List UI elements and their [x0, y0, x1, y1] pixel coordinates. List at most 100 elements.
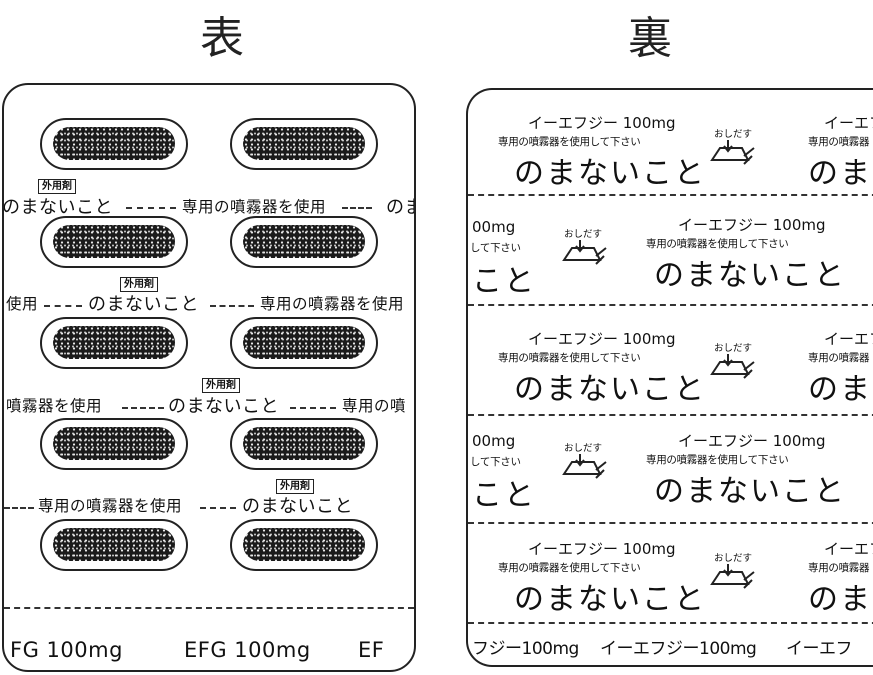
device-note-fragment: 専用の噴霧器: [808, 562, 870, 574]
separator: [44, 305, 82, 307]
no-swallow-fragment: のまた: [808, 582, 873, 617]
dose-fragment: 00mg: [472, 218, 516, 236]
product-name: イーエフジー 100mg: [678, 432, 826, 450]
back-heading: 裏: [628, 13, 672, 64]
tablet: [243, 127, 365, 160]
push-out-icon: [710, 354, 755, 379]
separator: [468, 414, 873, 416]
back-section: イーエフジー 100mg 専用の噴霧器を使用して下さい のまないこと おしだす …: [468, 90, 873, 191]
separator: [468, 194, 873, 196]
no-swallow-fragment: のまた: [808, 156, 873, 191]
tablet-pocket: [230, 118, 378, 170]
tablet: [243, 326, 365, 359]
footer-product: フジー100mg: [472, 639, 579, 659]
dose-fragment: 00mg: [472, 432, 516, 450]
no-swallow-text: のまないこと: [514, 156, 706, 191]
no-swallow-text: のまないこと: [168, 396, 279, 417]
external-use-label: 外用剤: [120, 277, 158, 292]
external-use-label: 外用剤: [38, 179, 76, 194]
device-text: 専用の噴霧器を使用: [260, 295, 405, 313]
tablet-pocket: [230, 519, 378, 571]
separator: [126, 207, 176, 209]
footer-dose: FG 100mg: [10, 638, 123, 662]
device-note: 専用の噴霧器を使用して下さい: [498, 352, 641, 364]
device-note-fragment: 専用の噴霧器: [808, 352, 870, 364]
product-name-fragment: イーエフ: [824, 330, 873, 348]
tablet-pocket: [40, 216, 188, 268]
device-note: 専用の噴霧器を使用して下さい: [646, 238, 789, 250]
separator: [468, 622, 873, 624]
product-name: イーエフジー 100mg: [528, 330, 676, 348]
footer-product: イーエフ: [786, 639, 853, 659]
separator: [122, 407, 164, 409]
back-section: イーエフジー 100mg 専用の噴霧器を使用して下さい のまないこと おしだす …: [468, 310, 873, 411]
product-name: イーエフジー 100mg: [528, 540, 676, 558]
footer-dose: EFG 100mg: [184, 638, 311, 662]
back-section: 00mg して下さい こと おしだす イーエフジー 100mg 専用の噴霧器を使…: [468, 420, 873, 521]
separator: [210, 305, 254, 307]
tablet-pocket: [230, 216, 378, 268]
device-note: 専用の噴霧器を使用して下さい: [498, 562, 641, 574]
push-label: おしだす: [714, 129, 753, 140]
tablet-pocket: [40, 317, 188, 369]
no-swallow-fragment: こと: [472, 264, 536, 299]
push-out-icon: [710, 140, 755, 165]
device-note: 専用の噴霧器を使用して下さい: [498, 136, 641, 148]
device-note-fragment: 専用の噴霧器: [808, 136, 870, 148]
device-note-fragment: して下さい: [470, 456, 521, 468]
back-section: 00mg して下さい こと おしだす イーエフジー 100mg 専用の噴霧器を使…: [468, 200, 873, 301]
push-label: おしだす: [714, 553, 753, 564]
device-text-fragment: 噴霧器を使用: [6, 397, 103, 415]
product-name-fragment: イーエフ: [824, 540, 873, 558]
no-swallow-text: のまないこと: [514, 372, 706, 407]
tablet: [53, 326, 175, 359]
push-label: おしだす: [564, 229, 603, 240]
tablet: [53, 225, 175, 258]
tablet: [53, 127, 175, 160]
tablet: [243, 427, 365, 460]
product-name: イーエフジー 100mg: [528, 114, 676, 132]
push-label: おしだす: [564, 443, 603, 454]
tablet-pocket: [230, 418, 378, 470]
tablet-pocket: [230, 317, 378, 369]
separator: [4, 607, 414, 609]
no-swallow-fragment: のまた: [808, 372, 873, 407]
tablet-pocket: [40, 118, 188, 170]
external-use-label: 外用剤: [276, 479, 314, 494]
no-swallow-text: のまないこと: [654, 474, 846, 509]
push-out-icon: [562, 454, 607, 479]
tablet: [53, 427, 175, 460]
front-panel: 外用剤 のまないこと 専用の噴霧器を使用 のま 外用剤 使用 のまないこと 専用…: [2, 83, 416, 672]
front-heading: 表: [200, 13, 244, 64]
no-swallow-fragment: こと: [472, 478, 536, 513]
tablet: [243, 528, 365, 561]
footer-product: イーエフジー100mg: [600, 639, 757, 659]
push-out-icon: [562, 240, 607, 265]
device-text-fragment: 専用の噴: [342, 397, 407, 415]
device-text: 専用の噴霧器を使用: [38, 497, 183, 515]
product-name: イーエフジー 100mg: [678, 216, 826, 234]
no-swallow-text: のまないこと: [242, 496, 353, 517]
tablet-pocket: [40, 519, 188, 571]
separator: [468, 522, 873, 524]
footer-dose: EF: [358, 638, 385, 662]
device-note-fragment: して下さい: [470, 242, 521, 254]
no-swallow-text: のまないこと: [2, 197, 113, 218]
device-text: 専用の噴霧器を使用: [182, 198, 327, 216]
push-label: おしだす: [714, 343, 753, 354]
separator: [468, 304, 873, 306]
back-section: イーエフジー 100mg 専用の噴霧器を使用して下さい のまないこと おしだす …: [468, 528, 873, 629]
device-note: 専用の噴霧器を使用して下さい: [646, 454, 789, 466]
separator: [200, 507, 236, 509]
push-out-icon: [710, 564, 755, 589]
device-text-fragment: 使用: [6, 295, 39, 313]
product-name-fragment: イーエフ: [824, 114, 873, 132]
separator: [4, 507, 34, 509]
tablet: [53, 528, 175, 561]
no-swallow-text: のまないこと: [88, 294, 199, 315]
external-use-label: 外用剤: [202, 378, 240, 393]
no-swallow-text: のまないこと: [654, 258, 846, 293]
no-swallow-text: のまないこと: [514, 582, 706, 617]
back-panel: イーエフジー 100mg 専用の噴霧器を使用して下さい のまないこと おしだす …: [466, 88, 873, 667]
separator: [342, 207, 372, 209]
